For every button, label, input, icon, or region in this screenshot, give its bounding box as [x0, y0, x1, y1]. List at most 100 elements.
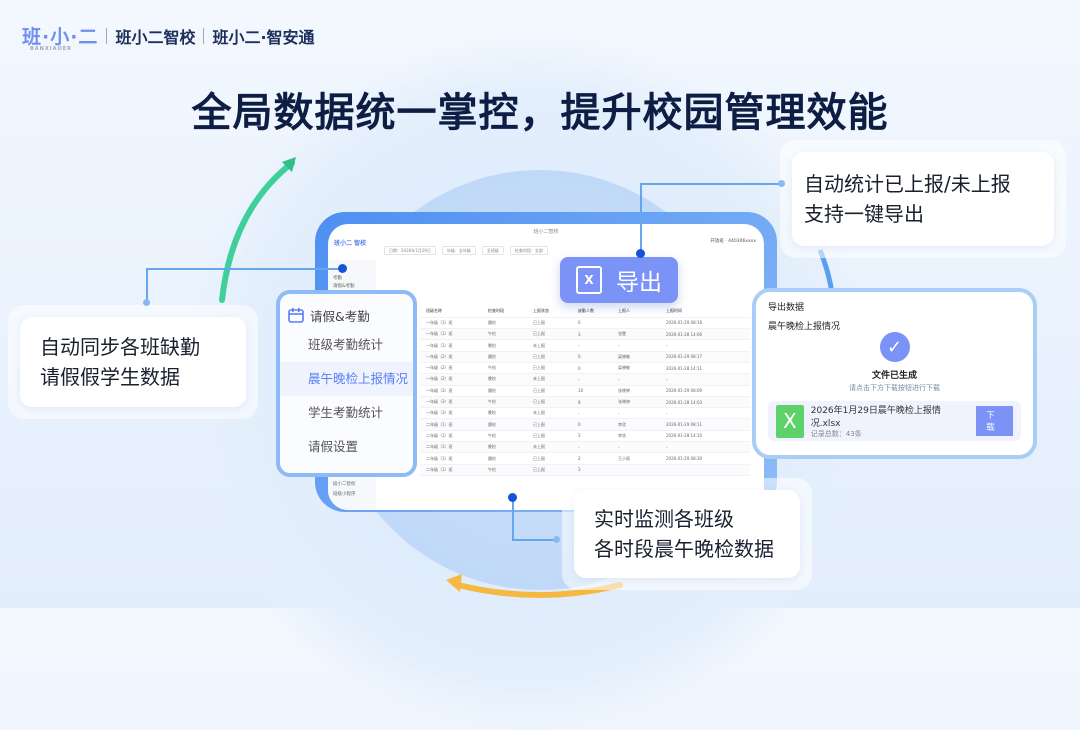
table-cell: 已上报: [527, 351, 572, 363]
table-cell: 梁晓敏: [612, 362, 660, 375]
table-cell: 9: [572, 396, 612, 409]
sidebar-item[interactable]: 考勤: [333, 276, 342, 281]
orange-arrowhead-icon: [446, 574, 462, 592]
table-cell: 2026-01-28 14:11: [660, 362, 750, 375]
table-row[interactable]: 一年级（3）班晚检未上报---: [420, 407, 750, 420]
table-cell: 2026-01-29 08:30: [660, 452, 750, 465]
record-count: 记录总数：43条: [810, 430, 862, 438]
table-cell: 张雯: [612, 328, 660, 341]
table-cell: 梁晓敏: [612, 351, 660, 363]
file-status: 文件已生成: [871, 371, 917, 381]
table-cell: 晚检: [482, 407, 527, 420]
period-filter[interactable]: 检查时段：全部: [509, 246, 548, 255]
table-cell: 晨检: [482, 385, 527, 397]
table-cell: -: [660, 407, 750, 420]
sidebar-item[interactable]: 班级小程序: [333, 492, 356, 497]
table-cell: 10: [572, 385, 612, 397]
table-cell: 未上报: [527, 373, 572, 386]
brand-zhiantong: 班小二·智安通: [212, 27, 315, 47]
table-cell: 二年级（1）班: [420, 441, 482, 454]
table-row[interactable]: 一年级（1）班晚检未上报---: [420, 339, 750, 352]
table-cell: 张晓婷: [612, 396, 660, 409]
table-cell: 晚检: [482, 373, 527, 386]
table-cell: 一年级（1）班: [420, 339, 482, 352]
table-cell: 已上报: [527, 385, 572, 397]
export-button[interactable]: X 导出: [560, 257, 678, 303]
app-logo: 班小二 智校: [334, 240, 367, 247]
table-cell: 已上报: [527, 396, 572, 409]
menu-item-class-attendance[interactable]: 班级考勤统计: [308, 337, 384, 352]
table-cell: 2026-01-28 14:06: [660, 328, 750, 341]
green-arrowhead-icon: [282, 157, 296, 172]
menu-item-leave-settings[interactable]: 请假设置: [308, 439, 359, 454]
table-cell: -: [572, 407, 612, 420]
menu-header[interactable]: 请假&考勤: [280, 302, 413, 328]
table-cell: 2026-01-29 08:16: [660, 317, 750, 330]
grade-filter[interactable]: 年级：全年级: [441, 246, 476, 255]
table-cell: 李欣: [612, 430, 660, 443]
sidebar-item[interactable]: 请假&考勤: [333, 284, 355, 289]
table-cell: 午检: [482, 362, 527, 375]
table-cell: 王小丽: [612, 452, 660, 465]
table-cell: 2: [572, 452, 612, 465]
table-cell: 晨检: [482, 351, 527, 363]
check-icon: ✓: [879, 332, 910, 362]
callout-bottom: 实时监测各班级各时段晨午晚检数据: [562, 478, 812, 590]
table-cell: -: [660, 339, 750, 352]
table-cell: 0: [572, 418, 612, 431]
table-cell: 未上报: [527, 441, 572, 454]
table-cell: 午检: [482, 464, 527, 476]
sidebar-item[interactable]: 班小二智校: [333, 482, 356, 487]
table-cell: 已上报: [527, 452, 572, 465]
table-cell: [660, 464, 750, 476]
callout-left: 自动同步各班缺勤请假假学生数据: [8, 305, 258, 419]
date-filter[interactable]: 日期：2026年1月29日: [384, 246, 436, 255]
table-cell: 二年级（1）班: [420, 464, 482, 476]
export-dialog: 导出数据 晨午晚检上报情况 ✓ 文件已生成 请点击下方下载按钮进行下载 X 20…: [752, 288, 1037, 459]
table-cell: 一年级（3）班: [420, 385, 482, 397]
table-row[interactable]: 二年级（1）班晚检未上报---: [420, 441, 750, 454]
table-cell: 晨检: [482, 317, 527, 330]
table-cell: 一年级（1）班: [420, 328, 482, 341]
app-window: 班小二智校 班小二 智校 开放班 · 440306xxxx 考勤 请假&考勤 班…: [328, 224, 764, 510]
table-cell: -: [572, 373, 612, 386]
table-cell: 0: [572, 317, 612, 330]
table-cell: 一年级（2）班: [420, 362, 482, 375]
callout-top-right: 自动统计已上报/未上报支持一键导出: [780, 140, 1066, 258]
table-cell: 0: [572, 362, 612, 375]
table-cell: 已上报: [527, 430, 572, 443]
menu-item-student-attendance[interactable]: 学生考勤统计: [308, 405, 384, 420]
column-header: 缺勤人数: [572, 306, 612, 318]
user-info: 开放班 · 440306xxxx: [710, 239, 756, 244]
table-cell: 2026-01-29 08:11: [660, 418, 750, 431]
table-cell: 李欣: [612, 418, 660, 431]
table-row[interactable]: 一年级（2）班晚检未上报---: [420, 373, 750, 386]
excel-export-icon: X: [576, 266, 602, 294]
column-header: 上报状态: [527, 306, 572, 318]
class-filter[interactable]: 全班级: [481, 246, 504, 255]
menu-item-health-check-report[interactable]: 晨午晚检上报情况: [280, 362, 413, 396]
table-cell: [612, 317, 660, 330]
table-cell: 2026-01-28 14:10: [660, 430, 750, 443]
table-cell: 午检: [482, 396, 527, 409]
table-cell: 张晓婷: [612, 385, 660, 397]
download-button[interactable]: 下载: [976, 406, 1013, 436]
table-cell: 晚检: [482, 441, 527, 454]
table-cell: 未上报: [527, 407, 572, 420]
excel-file-icon: X: [776, 404, 804, 438]
table-cell: 3: [572, 430, 612, 443]
file-name: 2026年1月29日晨午晚检上报情况.xlsx: [810, 406, 941, 429]
table-cell: 已上报: [527, 317, 572, 330]
